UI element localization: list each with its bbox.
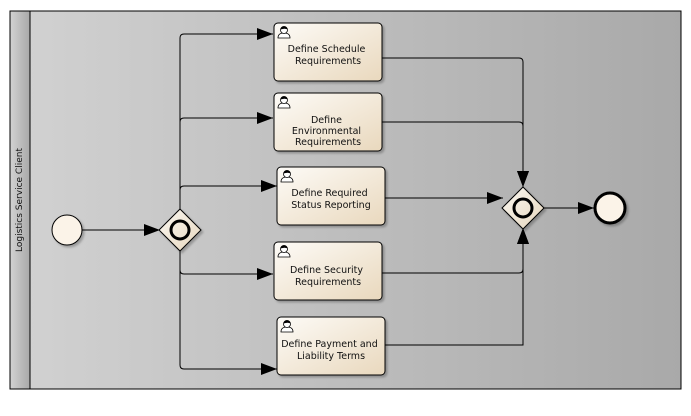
flow-split-to-schedule: [179, 28, 273, 210]
task-label-line: Environmental: [292, 126, 361, 137]
flow-split-to-payment: [179, 250, 277, 375]
svg-text:Define Required Status R: Define Required Status Reporting: [291, 188, 370, 211]
svg-text:Define Schedule Requirem: Define Schedule Requirements: [288, 44, 369, 67]
user-icon: [280, 170, 294, 183]
svg-text:Define Payment and Liabi: Define Payment and Liability Terms: [281, 339, 381, 362]
split-gateway[interactable]: [158, 208, 202, 252]
start-event-icon[interactable]: [51, 214, 83, 246]
task-define-required-status-reporting[interactable]: Define Required Status Reporting: [276, 166, 386, 226]
lane-label: Logistics Service Client: [15, 148, 25, 252]
user-icon: [280, 320, 294, 333]
flow-payment-to-join: [385, 228, 529, 346]
user-icon: [277, 26, 291, 39]
task-label-line: Liability Terms: [297, 351, 365, 362]
task-define-schedule-requirements[interactable]: Define Schedule Requirements: [273, 22, 383, 82]
task-label-line: Define Required: [291, 188, 367, 199]
flow-split-to-environmental: [179, 112, 273, 210]
task-label-line: Define: [311, 115, 342, 126]
flow-environmental-to-join: [382, 121, 529, 187]
flow-schedule-to-join: [382, 57, 529, 187]
task-define-environmental-requirements[interactable]: Define Environmental Requirements: [273, 92, 383, 152]
task-label-line: Define Security: [290, 265, 363, 276]
task-define-payment-and-liability-terms[interactable]: Define Payment and Liability Terms: [276, 316, 386, 376]
task-label-line: Define Payment and: [281, 339, 378, 350]
task-define-security-requirements[interactable]: Define Security Requirements: [273, 241, 383, 301]
task-label-line: Requirements: [295, 277, 361, 288]
task-label-line: Requirements: [295, 56, 361, 67]
inclusive-gateway-icon: [158, 208, 202, 252]
svg-text:Define Environmental: Define Environmental Requirements: [292, 115, 364, 148]
sequence-flows: [82, 28, 594, 375]
end-event-icon[interactable]: [593, 191, 627, 225]
task-label-line: Requirements: [295, 137, 361, 148]
task-label-line: Define Schedule: [288, 44, 366, 55]
task-label-line: Status Reporting: [291, 200, 370, 211]
flow-split-to-status: [179, 180, 277, 210]
inclusive-gateway-icon: [501, 186, 545, 230]
join-gateway[interactable]: [501, 186, 545, 230]
user-icon: [277, 96, 291, 109]
user-icon: [277, 245, 291, 258]
svg-text:Define Security Requirem: Define Security Requirements: [290, 265, 366, 288]
